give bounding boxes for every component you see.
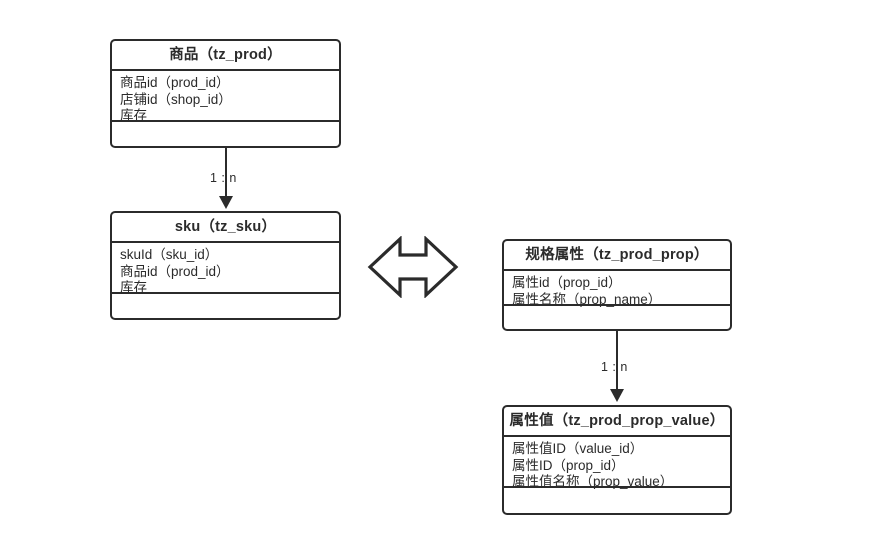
attribute-row: skuId（sku_id） — [120, 247, 219, 262]
entity-tz-prod-prop-title-latin: （tz_prod_prop） — [584, 247, 709, 263]
entity-tz-sku-title-cjk: sku — [174, 219, 201, 235]
entity-tz-sku-title-latin: （tz_sku） — [200, 219, 277, 235]
relation-arrowhead-icon — [219, 196, 233, 209]
attribute-row: 属性名称（prop_name） — [512, 291, 662, 307]
entity-tz-prod-prop[interactable]: 规格属性（tz_prod_prop） 属性id（prop_id） 属性名称（pr… — [502, 239, 732, 331]
entity-tz-prod-title: 商品（tz_prod） — [112, 41, 339, 71]
entity-tz-prod[interactable]: 商品（tz_prod） 商品id（prod_id） 店铺id（shop_id） … — [110, 39, 341, 148]
attribute-row: 店铺id（shop_id） — [120, 91, 232, 107]
entity-tz-prod-prop-value-title: 属性值（tz_prod_prop_value） — [504, 407, 730, 437]
attribute-row: 库存 — [120, 108, 147, 123]
relation-arrowhead-icon — [610, 389, 624, 402]
attribute-row: 库存 — [120, 280, 147, 295]
entity-tz-prod-title-latin: （tz_prod） — [198, 47, 282, 63]
attribute-row: 属性id（prop_id） — [512, 275, 622, 290]
attribute-row: 商品id（prod_id） — [120, 75, 230, 90]
relation-line — [616, 331, 618, 391]
entity-tz-prod-title-cjk: 商品 — [169, 47, 199, 63]
attribute-row: 属性ID（prop_id） — [512, 457, 625, 473]
relation-prop-to-prop-value: 1 : n — [580, 331, 690, 406]
entity-tz-prod-prop-attributes: 属性id（prop_id） 属性名称（prop_name） — [504, 271, 730, 307]
relation-line — [225, 148, 227, 198]
relation-prod-to-sku: 1 : n — [190, 148, 300, 213]
left-right-arrow-icon — [367, 235, 459, 299]
entity-tz-sku-footer — [112, 294, 339, 318]
left-right-arrow-svg — [367, 235, 459, 299]
entity-tz-prod-prop-title-cjk: 规格属性 — [525, 247, 585, 263]
entity-tz-prod-prop-title: 规格属性（tz_prod_prop） — [504, 241, 730, 271]
entity-tz-prod-prop-value-footer — [504, 488, 730, 513]
entity-tz-prod-footer — [112, 122, 339, 146]
relation-label: 1 : n — [210, 171, 237, 185]
attribute-row: 属性值ID（value_id） — [512, 441, 644, 456]
attribute-row: 商品id（prod_id） — [120, 263, 230, 279]
attribute-row: 属性值名称（prop_value） — [512, 474, 674, 489]
entity-tz-prod-prop-footer — [504, 306, 730, 329]
entity-tz-prod-prop-value[interactable]: 属性值（tz_prod_prop_value） 属性值ID（value_id） … — [502, 405, 732, 515]
entity-tz-prod-prop-value-title-cjk: 属性值 — [509, 413, 554, 429]
entity-tz-sku-attributes: skuId（sku_id） 商品id（prod_id） 库存 — [112, 243, 339, 295]
entity-tz-prod-attributes: 商品id（prod_id） 店铺id（shop_id） 库存 — [112, 71, 339, 123]
entity-tz-prod-prop-value-attributes: 属性值ID（value_id） 属性ID（prop_id） 属性值名称（prop… — [504, 437, 730, 489]
relation-label: 1 : n — [601, 360, 628, 374]
entity-tz-sku-title: sku（tz_sku） — [112, 213, 339, 243]
entity-tz-sku[interactable]: sku（tz_sku） skuId（sku_id） 商品id（prod_id） … — [110, 211, 341, 320]
entity-tz-prod-prop-value-title-latin: （tz_prod_prop_value） — [553, 413, 725, 429]
